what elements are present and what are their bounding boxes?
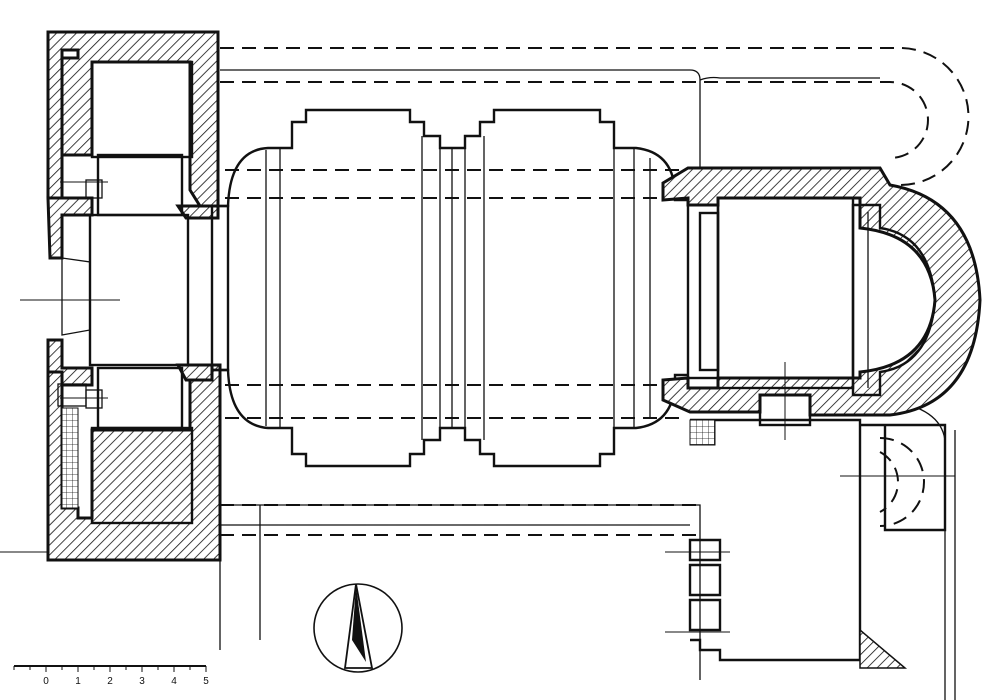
scale-tick-label: 0 xyxy=(43,676,49,687)
scale-tick-label: 2 xyxy=(107,676,113,687)
sanctuary xyxy=(661,166,982,427)
axis-lines xyxy=(0,181,120,553)
north-arrow-icon xyxy=(313,583,403,673)
scale-tick-label: 3 xyxy=(139,676,145,687)
scale-bar: 0 1 2 3 4 5 xyxy=(13,665,209,687)
nave-bays xyxy=(210,108,688,468)
scale-tick-label: 1 xyxy=(75,676,81,687)
scale-tick-label: 5 xyxy=(203,676,209,687)
dashed-outlines xyxy=(220,47,970,536)
scale-tick-label: 4 xyxy=(171,676,177,687)
southeast-annex xyxy=(665,362,955,669)
